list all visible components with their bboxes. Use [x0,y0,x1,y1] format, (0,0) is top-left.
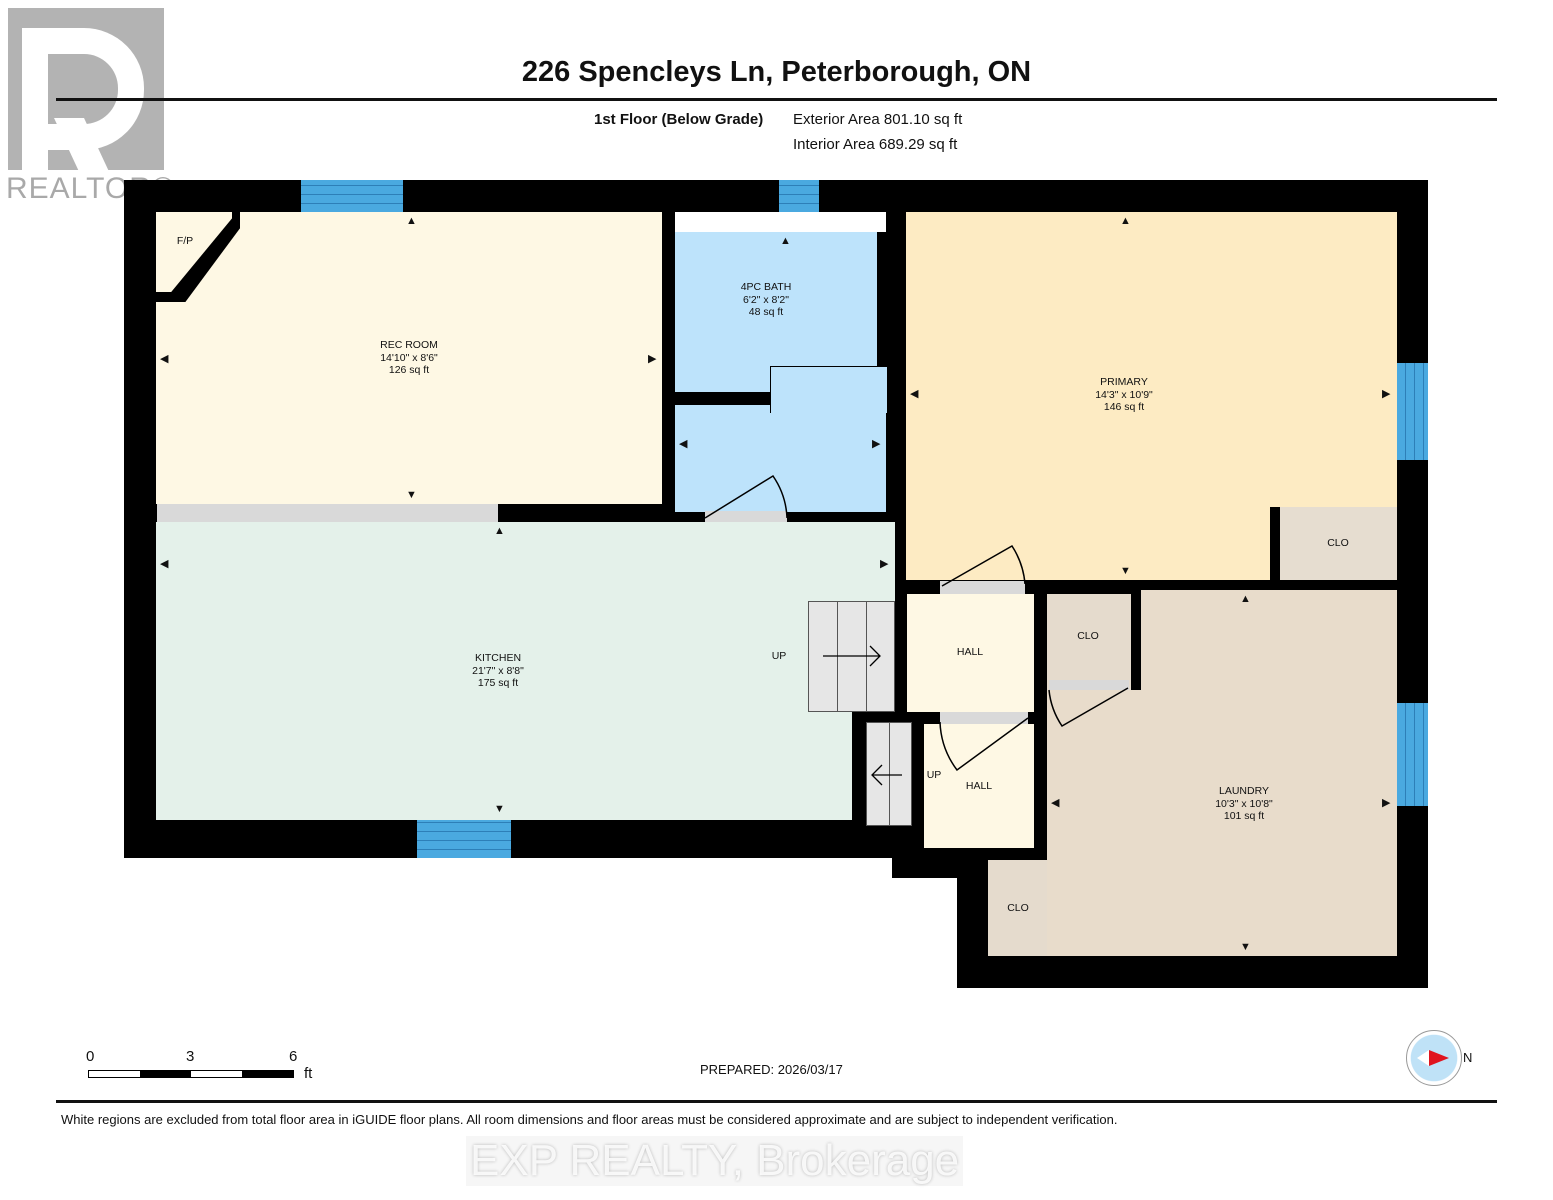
opening [157,504,498,522]
room-area: 175 sq ft [477,677,519,689]
compass-north-label: N [1463,1050,1473,1065]
stairs-up-label: UP [771,650,787,662]
laundry-closet [988,860,1047,956]
dimension-arrow-icon: ▲ [780,235,791,247]
room-area: 146 sq ft [1103,401,1145,413]
compass-icon [1406,1030,1462,1086]
window [301,180,403,212]
dimension-arrow-icon: ▲ [1120,215,1131,227]
closet-label: CLO [1077,630,1099,642]
room-name: PRIMARY [1100,376,1148,388]
window [1397,703,1428,806]
kitchen-lower [156,700,852,820]
laundry-west [1047,690,1141,956]
dimension-arrow-icon: ▼ [1120,565,1131,577]
bath-mid [770,366,887,413]
hall-label: HALL [956,646,984,658]
dimension-arrow-icon: ▶ [1382,797,1391,809]
hall-lower [924,724,1034,848]
hall-label: HALL [965,780,993,792]
hall-door-lower [940,712,1028,724]
room-name: LAUNDRY [1219,785,1269,797]
dimension-arrow-icon: ▶ [880,558,889,570]
dimension-arrow-icon: ▼ [1240,941,1251,953]
header-rule [56,98,1497,101]
closet-door [1049,680,1129,690]
dimension-arrow-icon: ▼ [406,489,417,501]
room-dims: 14'10" x 8'6" [380,351,438,364]
dimension-arrow-icon: ▲ [406,215,417,227]
floor-label: 1st Floor (Below Grade) [594,111,764,128]
scale-bar [88,1070,294,1078]
dimension-arrow-icon: ▼ [494,803,505,815]
primary-closet [1280,507,1397,580]
room-dims: 6'2" x 8'2" [743,293,789,306]
watermark: EXP REALTY, Brokerage [466,1136,964,1186]
dimension-arrow-icon: ▶ [648,353,657,365]
room-name: KITCHEN [474,652,522,664]
window [779,180,819,212]
hall-upper [907,594,1034,712]
stairs-up-label: UP [926,769,942,781]
scale-tick-label: 0 [86,1048,95,1065]
realtor-logo [8,8,164,178]
room-area: 101 sq ft [1223,810,1265,822]
page-title: 226 Spencleys Ln, Peterborough, ON [521,56,1032,88]
laundry [1141,590,1397,956]
dimension-arrow-icon: ◀ [160,558,169,570]
room-area: 126 sq ft [388,364,430,376]
room-dims: 10'3" x 10'8" [1215,797,1273,810]
window [417,820,511,858]
room-name: 4PC BATH [740,281,792,293]
scale-unit: ft [304,1065,313,1082]
hall-door [940,581,1025,594]
closet-wall [1270,507,1280,587]
dimension-arrow-icon: ▲ [494,525,505,537]
exterior-wall [892,856,962,878]
dimension-arrow-icon: ◀ [1051,797,1060,809]
exterior-area: Exterior Area 801.10 sq ft [793,111,963,128]
room-name: REC ROOM [380,339,438,351]
closet-label: CLO [1007,902,1029,914]
dimension-arrow-icon: ▶ [1382,388,1391,400]
dimension-arrow-icon: ▶ [872,438,881,450]
room-dims: 14'3" x 10'9" [1095,388,1153,401]
scale-tick-label: 3 [186,1048,195,1065]
dimension-arrow-icon: ◀ [910,388,919,400]
bath-door [705,511,787,522]
disclaimer: White regions are excluded from total fl… [61,1112,1118,1127]
bath-white-strip [675,212,886,232]
dimension-arrow-icon: ◀ [679,438,688,450]
laundry-closet-top [1047,594,1131,690]
prepared-date: PREPARED: 2026/03/17 [700,1062,843,1077]
window [1397,363,1428,460]
scale-tick-label: 6 [289,1048,298,1065]
room-dims: 21'7" x 8'8" [472,664,524,677]
fireplace-label: F/P [176,235,194,247]
bath-lower [675,405,886,512]
dimension-arrow-icon: ◀ [160,353,169,365]
bath [675,232,877,392]
footer-rule [56,1100,1497,1103]
interior-area: Interior Area 689.29 sq ft [793,136,958,153]
rec-room [156,212,662,504]
kitchen [156,522,895,712]
closet-label: CLO [1327,537,1349,549]
dimension-arrow-icon: ▲ [1240,593,1251,605]
room-area: 48 sq ft [748,306,784,318]
